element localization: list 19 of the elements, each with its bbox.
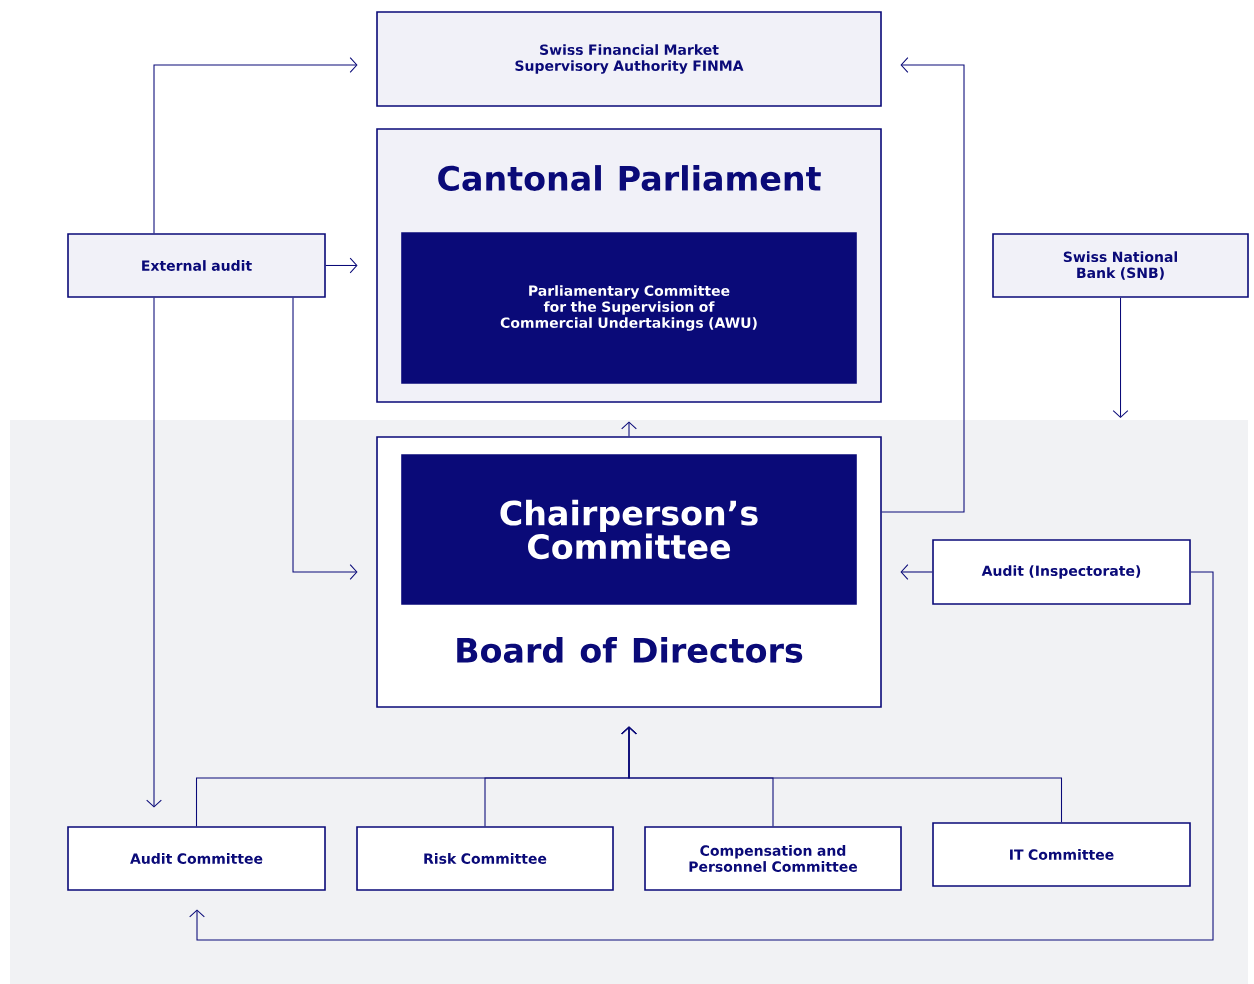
org-box: IT Committee bbox=[932, 822, 1191, 887]
arrow bbox=[325, 257, 358, 274]
committee-box: Chairperson’s Committee bbox=[401, 454, 857, 605]
arrow bbox=[292, 297, 358, 580]
org-box: Audit Committee bbox=[67, 826, 326, 891]
org-box: Risk Committee bbox=[356, 826, 614, 891]
org-box: Swiss Financial Market Supervisory Authority FINMA bbox=[376, 11, 882, 107]
org-box: Swiss National Bank (SNB) bbox=[992, 233, 1249, 298]
arrow bbox=[1112, 297, 1129, 418]
arrow bbox=[146, 297, 162, 808]
arrow bbox=[881, 57, 965, 513]
arrow bbox=[621, 726, 1063, 823]
arrow bbox=[189, 571, 1214, 941]
arrow bbox=[153, 57, 358, 234]
arrow bbox=[900, 564, 933, 580]
org-box: External audit bbox=[67, 233, 326, 298]
org-box: Compensation and Personnel Committee bbox=[644, 826, 902, 891]
committee-box: Parliamentary Committee for the Supervision of Commercial Undertakings (AWU) bbox=[401, 232, 857, 384]
org-box: Audit (Inspectorate) bbox=[932, 539, 1191, 605]
